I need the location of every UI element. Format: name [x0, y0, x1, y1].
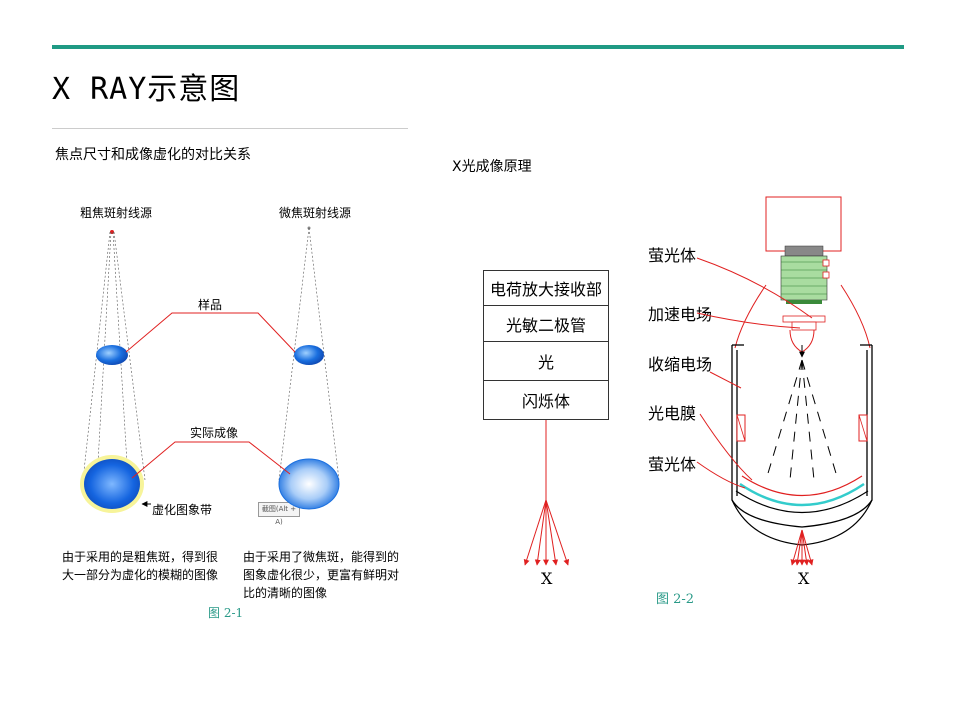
label-accel-field: 加速电场 — [648, 305, 713, 324]
right-heading: X光成像原理 — [452, 159, 532, 175]
xray-input-arrows — [790, 529, 814, 566]
x-label-left: X — [541, 569, 553, 588]
caption-fine: 由于采用了微焦斑，能得到的图象虚化很少，更富有鲜明对比的清晰的图像 — [243, 550, 400, 600]
right-leader-lines — [696, 257, 813, 489]
left-leader-lines — [125, 312, 296, 479]
chain-box-charge-amp: 电荷放大接收部 — [483, 270, 609, 306]
chain-label: 电荷放大接收部 — [489, 280, 602, 299]
image-label: 实际成像 — [190, 426, 239, 440]
figure-2-1-label: 图 2-1 — [208, 606, 244, 620]
intensifier-diagram — [696, 196, 873, 566]
sample-label: 样品 — [198, 298, 223, 312]
label-focus-field: 收缩电场 — [648, 355, 713, 374]
input-phosphor-curve — [739, 482, 865, 507]
chain-label: 闪烁体 — [521, 392, 570, 411]
caption-coarse: 由于采用的是粗焦斑，得到很大一部分为虚化的模糊的图像 — [62, 550, 219, 582]
title-rule — [52, 45, 904, 49]
fine-image — [278, 458, 340, 510]
label-phosphor-top: 萤光体 — [648, 246, 697, 265]
blur-band-label: 虚化图象带 — [152, 503, 213, 517]
label-photocathode: 光电膜 — [648, 404, 697, 423]
left-separator — [52, 128, 408, 129]
page-title: X RAY示意图 — [52, 72, 241, 107]
fine-sample — [294, 345, 324, 365]
chain-label: 光敏二极管 — [505, 315, 586, 335]
camera-box — [765, 196, 842, 252]
left-heading: 焦点尺寸和成像虚化的对比关系 — [55, 147, 251, 163]
label-phosphor-bottom: 萤光体 — [648, 455, 697, 474]
fine-focus-diagram — [278, 226, 340, 510]
coarse-focus-diagram — [80, 230, 151, 513]
fine-source-label: 微焦斑射线源 — [279, 206, 352, 220]
chain-output-arrows — [523, 420, 570, 566]
coarse-image — [84, 459, 140, 509]
output-phosphor — [782, 315, 826, 323]
chain-box-scintillator: 闪烁体 — [483, 380, 609, 420]
coarse-sample — [96, 345, 128, 365]
coarse-source-label: 粗焦斑射线源 — [80, 206, 153, 220]
photocathode-curve — [741, 475, 863, 497]
chain-label: 光 — [537, 353, 554, 372]
figure-2-2-label: 图 2-2 — [656, 592, 695, 607]
screenshot-hint: 截图(Alt + A) — [258, 502, 300, 526]
x-label-right: X — [798, 569, 810, 588]
coarse-source-dot — [110, 230, 114, 234]
electron-paths — [765, 359, 839, 481]
tube-housing — [731, 344, 873, 528]
